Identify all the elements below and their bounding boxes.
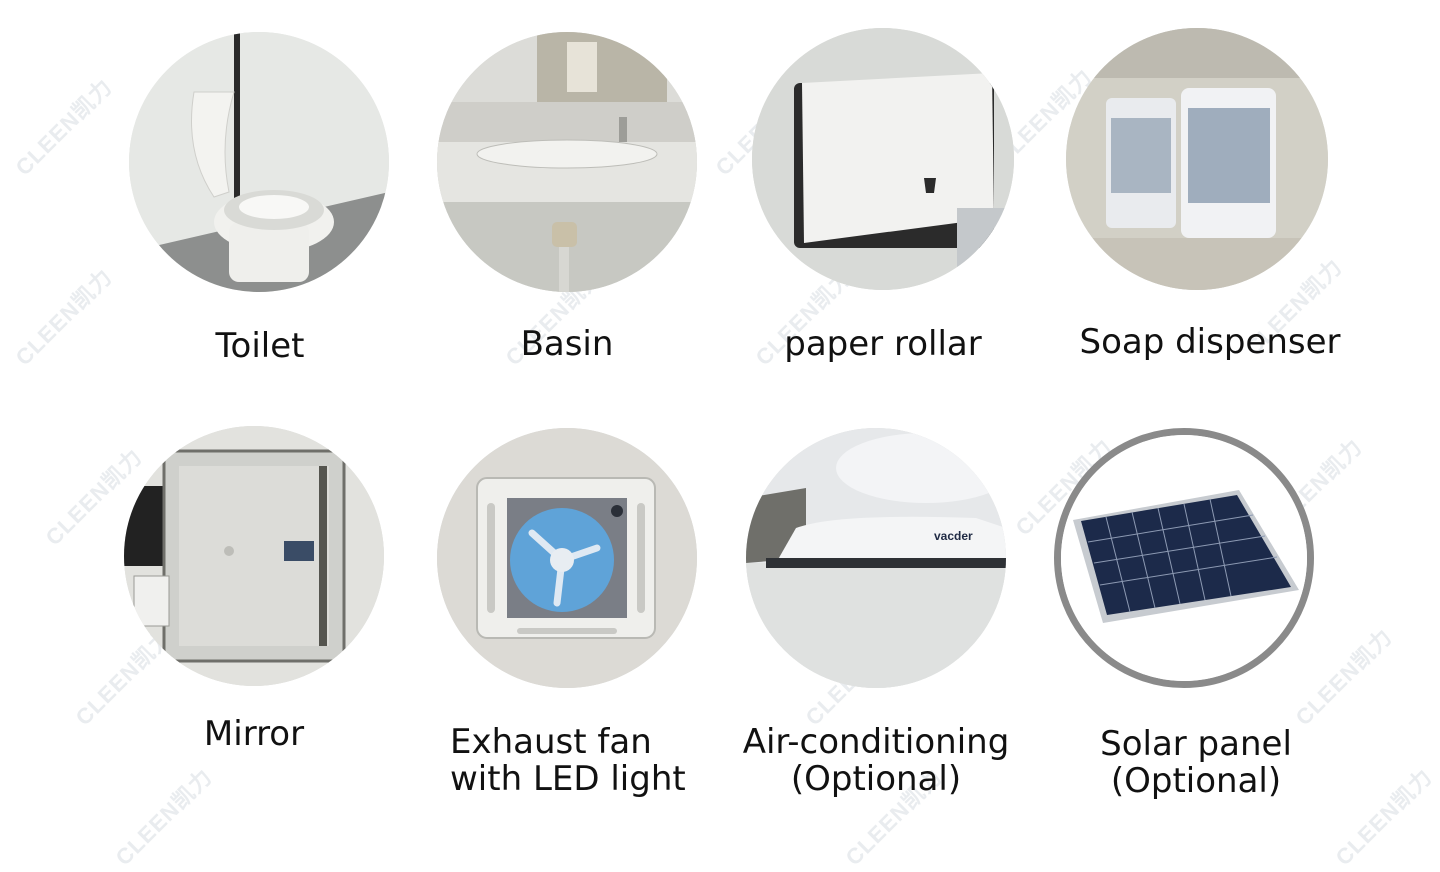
air-conditioning-photo: vacder: [746, 428, 1006, 688]
feature-label: paper rollar: [763, 326, 1003, 363]
watermark: CLEEN凯力: [1290, 623, 1398, 731]
label-line: with LED light: [450, 759, 686, 799]
paper-towel-dispenser-icon: [752, 28, 1014, 290]
feature-label: Basin: [457, 326, 677, 363]
exhaust-fan-photo: [437, 428, 697, 688]
ac-brand-text: vacder: [934, 529, 973, 543]
label-line: Soap dispenser: [1079, 322, 1341, 362]
soap-dispenser-photo: [1066, 28, 1328, 290]
feature-label: Mirror: [144, 716, 364, 753]
paper-rollar-photo: [752, 28, 1014, 290]
mirror-photo: [124, 426, 384, 686]
solar-panel-photo: [1054, 428, 1314, 688]
label-line: Mirror: [203, 714, 305, 754]
toilet-photo: [129, 32, 389, 292]
label-line: Solar panel: [1100, 724, 1292, 764]
feature-label: Exhaust fan with LED light: [450, 724, 700, 798]
feature-label: Air-conditioning (Optional): [726, 724, 1026, 798]
feature-label: Soap dispenser: [1060, 324, 1360, 361]
basin-photo: [437, 32, 697, 292]
label-line: (Optional): [1110, 761, 1282, 801]
toilet-icon: [129, 32, 389, 292]
watermark: CLEEN凯力: [10, 73, 118, 181]
label-line: (Optional): [790, 759, 962, 799]
exhaust-fan-icon: [437, 428, 697, 688]
air-conditioner-icon: vacder: [746, 428, 1006, 688]
label-line: paper rollar: [784, 324, 982, 364]
label-line: Air-conditioning: [742, 722, 1010, 762]
label-line: Basin: [520, 324, 614, 364]
feature-label: Toilet: [150, 328, 370, 365]
soap-dispenser-icon: [1066, 28, 1328, 290]
label-line: Toilet: [215, 326, 305, 366]
watermark: CLEEN凯力: [10, 263, 118, 371]
solar-panel-icon: [1061, 435, 1307, 681]
watermark: CLEEN凯力: [110, 763, 218, 871]
mirror-icon: [124, 426, 384, 686]
label-line: Exhaust fan: [450, 722, 652, 762]
basin-icon: [437, 32, 697, 292]
feature-label: Solar panel (Optional): [1046, 726, 1346, 800]
